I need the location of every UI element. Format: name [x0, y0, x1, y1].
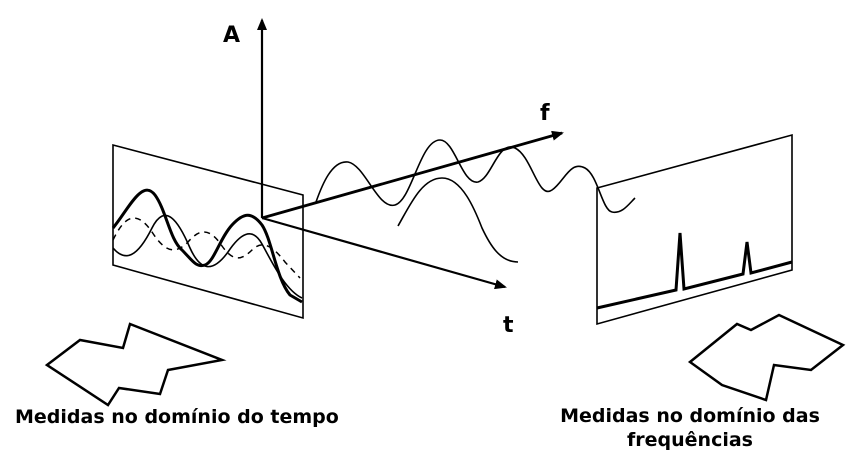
time-domain-viewer-arrow-icon	[44, 322, 227, 407]
time-axis-label: t	[503, 313, 514, 338]
frequency-domain-caption-line1: Medidas no domínio das	[560, 405, 820, 427]
frequency-domain-viewer-arrow-icon	[687, 313, 846, 402]
frequency-component-wave-2	[397, 177, 519, 263]
frequency-axis-label: f	[540, 101, 550, 126]
time-domain-caption: Medidas no domínio do tempo	[15, 406, 339, 428]
frequency-axis	[261, 130, 564, 220]
frequency-spectrum-baseline	[596, 232, 793, 310]
frequency-domain-caption-line2: frequências	[627, 429, 753, 451]
frequency-domain-panel	[596, 133, 793, 326]
time-domain-dashed-wave	[112, 217, 301, 279]
time-domain-panel	[112, 143, 304, 320]
frequency-component-wave-1	[315, 139, 636, 214]
time-domain-bold-wave	[111, 188, 303, 304]
amplitude-axis-label: A	[223, 23, 240, 48]
time-axis	[261, 216, 507, 290]
